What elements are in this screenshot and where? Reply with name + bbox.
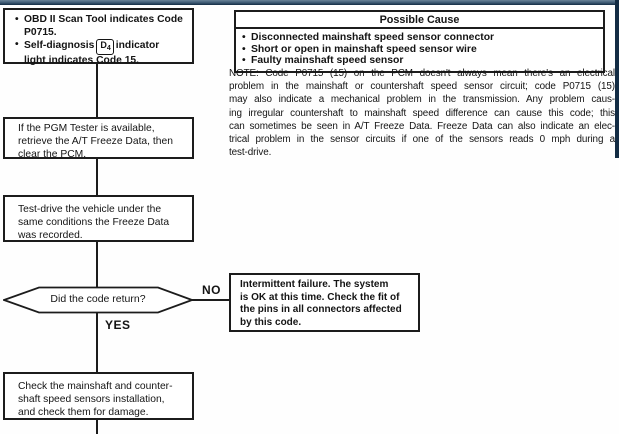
flow-connector (96, 242, 98, 287)
decision-question: Did the code return? (50, 293, 146, 305)
page-edge-artifact (615, 0, 619, 158)
possible-cause-item: Disconnected mainshaft speed sensor conn… (242, 32, 599, 44)
no-branch-connector (192, 299, 229, 301)
flow-connector (96, 159, 98, 195)
possible-cause-list: Disconnected mainshaft speed sensor conn… (236, 29, 603, 71)
flow-connector (96, 420, 98, 434)
possible-cause-box: Possible Cause Disconnected mainshaft sp… (234, 10, 605, 73)
label-no: NO (202, 283, 221, 297)
possible-cause-item: Short or open in mainshaft speed sensor … (242, 44, 599, 56)
step-check-sensors: Check the mainshaft and counter-shaft sp… (3, 372, 194, 420)
page-top-scan-bar (0, 0, 619, 5)
possible-cause-title: Possible Cause (236, 12, 603, 29)
step-pgm-tester: If the PGM Tester is available,retrieve … (3, 117, 194, 160)
decision-did-code-return: Did the code return? (3, 286, 193, 314)
flow-connector (96, 313, 98, 372)
flow-connector (96, 64, 98, 117)
d4-indicator-icon: D4 (96, 39, 114, 56)
possible-cause-item: Faulty mainshaft speed sensor (242, 55, 599, 67)
label-yes: YES (105, 318, 131, 332)
note-text: NOTE: Code P0715 (15) on the PCM doesn't… (229, 68, 615, 159)
